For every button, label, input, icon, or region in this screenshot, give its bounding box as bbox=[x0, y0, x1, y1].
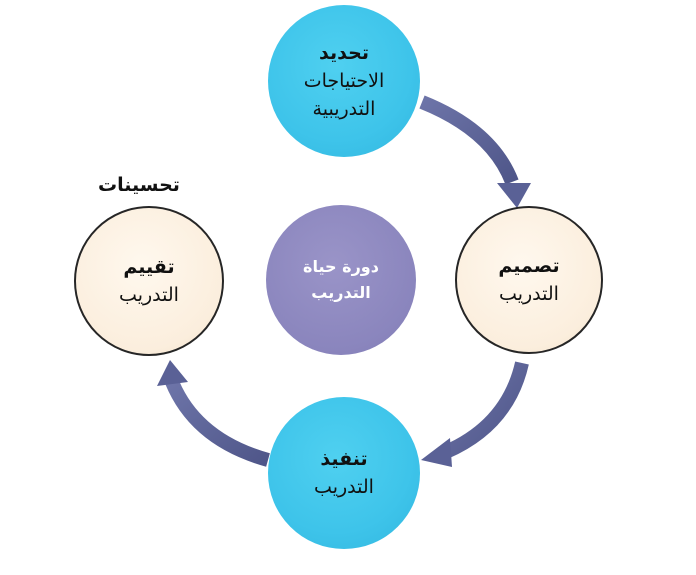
center-line2: التدريب bbox=[311, 283, 371, 302]
node-design-title: تصميم bbox=[498, 255, 560, 277]
node-implement-title: تنفيذ bbox=[320, 448, 368, 470]
node-identify-line3: التدريبية bbox=[312, 98, 376, 120]
center-training-lifecycle: دورة حياة التدريب bbox=[266, 205, 416, 355]
arrow-top-to-right bbox=[419, 95, 519, 185]
node-identify-line2: الاحتياجات bbox=[303, 70, 385, 92]
node-implement-line2: التدريب bbox=[314, 476, 374, 498]
arrowhead-bottom-to-left bbox=[157, 360, 188, 386]
arrowhead-top-to-right bbox=[497, 183, 531, 208]
center-line1: دورة حياة bbox=[303, 257, 379, 276]
node-evaluate-line2: التدريب bbox=[119, 284, 179, 306]
node-design-line2: التدريب bbox=[499, 283, 559, 305]
arrow-bottom-to-left bbox=[165, 379, 270, 467]
node-evaluate: تقييم التدريب bbox=[74, 206, 224, 356]
node-design: تصميم التدريب bbox=[455, 206, 603, 354]
arrowhead-right-to-bottom bbox=[421, 438, 452, 467]
node-evaluate-title: تقييم bbox=[123, 256, 175, 278]
arrow-right-to-bottom bbox=[443, 361, 529, 459]
improvements-label: تحسينات bbox=[98, 174, 180, 196]
node-identify-title: تحديد bbox=[319, 42, 369, 64]
node-implement: تنفيذ التدريب bbox=[268, 397, 420, 549]
node-identify-needs: تحديد الاحتياجات التدريبية bbox=[268, 5, 420, 157]
